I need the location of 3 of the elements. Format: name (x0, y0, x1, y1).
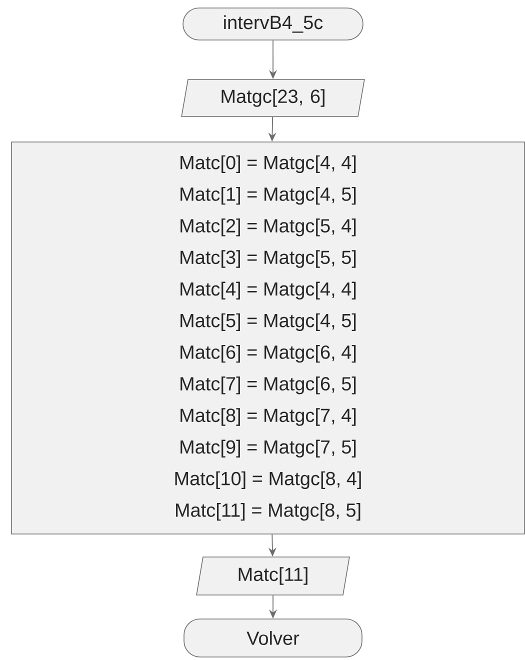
io-parallelogram: Matgc[23, 6] (181, 79, 365, 117)
io-parallelogram: Matc[11] (196, 556, 350, 596)
process-box: Matc[0] = Matgc[4, 4] Matc[1] = Matgc[4, 5] Matc[2] = Matgc[5, 4] Matc[3] = Matgc[5, 5] Matc[4] = Matgc[4, 4] Matc[5] = Matgc[4, 5] Matc[6] = Matgc[6, 4] Matc[7] = Matgc[6, 5] Matc[8] = Matgc[7, 4] Matc[9] = Matgc[7, 5] Matc[10] = Matgc[8, 4] Matc[11] = Matgc[8, 5] (11, 142, 525, 534)
